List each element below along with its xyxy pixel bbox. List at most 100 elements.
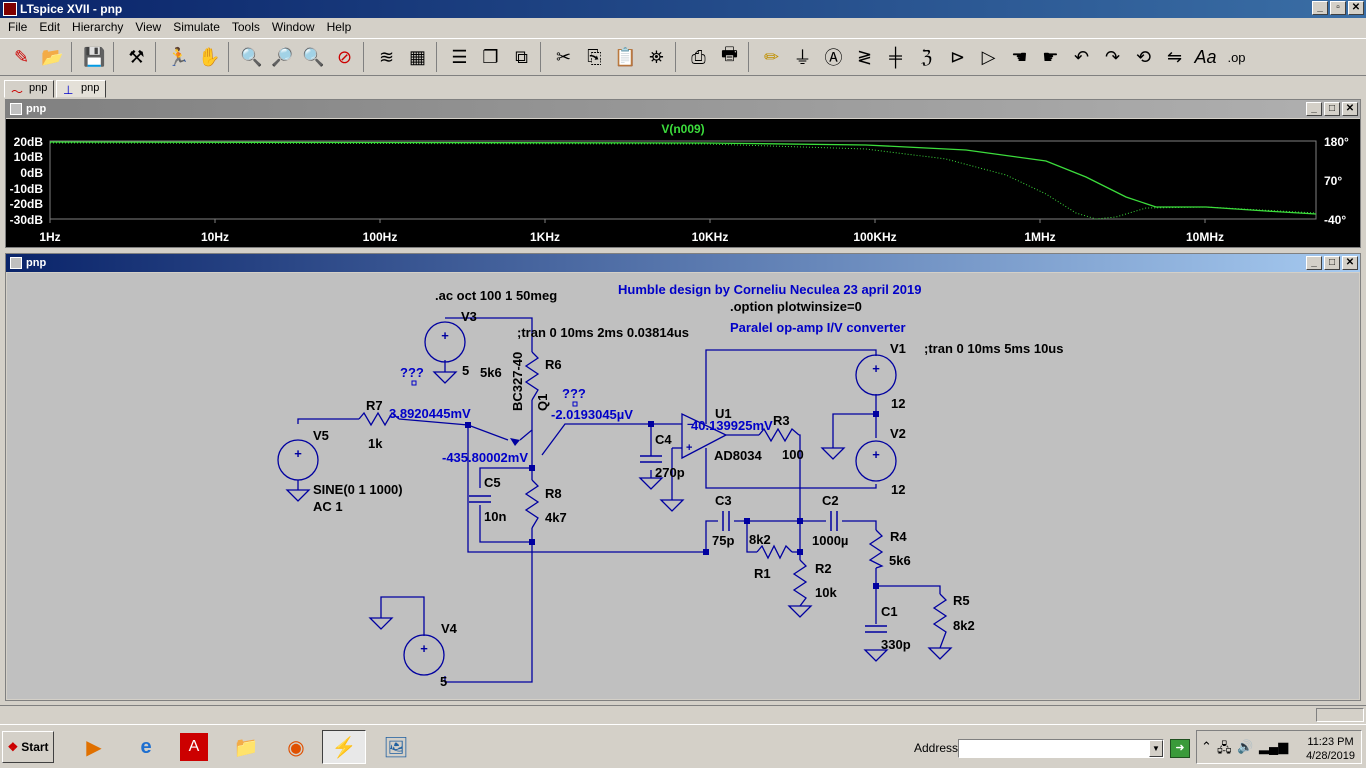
cut-icon[interactable]: ✂ [555, 46, 572, 67]
redo-icon[interactable]: ↷ [1104, 46, 1121, 67]
menu-edit[interactable]: Edit [39, 20, 61, 34]
tray-expand-icon[interactable]: ⌃ [1201, 739, 1212, 754]
v1-source[interactable] [855, 354, 897, 396]
diode-icon[interactable]: ⊳ [949, 46, 966, 67]
title-comment[interactable]: Humble design by Corneliu Neculea 23 apr… [618, 282, 921, 297]
ground-icon[interactable]: ⏚ [793, 48, 812, 68]
menu-help[interactable]: Help [326, 20, 352, 34]
speaker-icon[interactable]: 🔊 [1237, 739, 1254, 754]
text-icon[interactable]: Aa [1194, 46, 1217, 67]
minimize-button[interactable]: _ [1312, 1, 1328, 15]
signal-icon[interactable]: ▂▄▆ [1259, 739, 1289, 754]
media-player-icon[interactable]: ▶ [86, 736, 102, 759]
zoom-in-icon[interactable]: 🔍 [240, 46, 263, 67]
inductor-icon[interactable]: ℨ [920, 46, 933, 67]
go-arrow-icon[interactable]: ➜ [1170, 739, 1190, 758]
c3-capacitor[interactable] [722, 511, 730, 531]
print-preview-icon[interactable]: ⎙ [691, 46, 706, 67]
firefox-icon[interactable]: ◉ [287, 736, 305, 759]
drag-hand-icon[interactable]: ☛ [1042, 46, 1059, 67]
address-input[interactable]: ▼ [958, 739, 1164, 758]
find-binoculars-icon[interactable]: ⛯ [649, 46, 664, 67]
r2-resistor[interactable] [792, 559, 808, 607]
r3-resistor[interactable] [758, 427, 800, 443]
undo-icon[interactable]: ↶ [1073, 46, 1090, 67]
network-icon[interactable]: 🖧 [1217, 740, 1232, 755]
r7-resistor[interactable] [358, 411, 400, 427]
menu-file[interactable]: File [8, 20, 28, 34]
v3-source[interactable] [424, 321, 466, 363]
start-button[interactable]: ❖ Start [2, 731, 54, 763]
unknown-net-label-1[interactable]: ??? [400, 365, 424, 380]
opamp-symbol[interactable] [681, 412, 728, 460]
menu-tools[interactable]: Tools [231, 20, 260, 34]
bode-plot[interactable]: V(n009) 20dB 10dB 0dB -10dB -20dB -30dB … [6, 119, 1360, 247]
tab-schematic[interactable]: ⊥ pnp [56, 80, 107, 98]
new-schematic-icon[interactable]: ✎ [13, 46, 30, 67]
voltage-probe-4[interactable]: 40.139925mV [691, 418, 773, 433]
plot-maximize-button[interactable]: □ [1324, 102, 1340, 116]
plot-close-button[interactable]: ✕ [1342, 102, 1358, 116]
tile-vertical-icon[interactable]: ⧉ [515, 46, 528, 67]
voltage-probe-2[interactable]: -2.0193045µV [551, 407, 633, 422]
restore-button[interactable]: ▫ [1330, 1, 1346, 15]
control-panel-hammer-icon[interactable]: ⚒ [128, 46, 145, 67]
voltage-probe-1[interactable]: 3.8920445mV [389, 406, 471, 421]
cascade-icon[interactable]: ❐ [482, 46, 499, 67]
grid-icon[interactable]: ▦ [408, 46, 426, 67]
capacitor-icon[interactable]: ╪ [889, 46, 902, 67]
save-icon[interactable]: 💾 [83, 46, 106, 67]
zoom-out-icon[interactable]: 🔍 [302, 46, 325, 67]
trace-label[interactable]: V(n009) [661, 122, 704, 136]
schematic-maximize-button[interactable]: □ [1324, 256, 1340, 270]
r6-resistor[interactable] [524, 351, 540, 401]
v4-source[interactable] [403, 634, 445, 676]
v5-source[interactable] [277, 439, 319, 481]
draw-wire-icon[interactable]: ✏ [763, 46, 780, 67]
paste-icon[interactable]: 📋 [614, 46, 637, 67]
plot-minimize-button[interactable]: _ [1306, 102, 1322, 116]
close-button[interactable]: ✕ [1348, 1, 1364, 15]
menu-hierarchy[interactable]: Hierarchy [72, 20, 124, 34]
c2-capacitor[interactable] [830, 511, 838, 531]
magnitude-trace[interactable] [49, 141, 1317, 215]
image-viewer-icon[interactable]: 🖼 [383, 736, 409, 759]
print-icon[interactable]: 🖶 [721, 44, 738, 64]
option-directive[interactable]: .option plotwinsize=0 [730, 299, 862, 314]
move-hand-icon[interactable]: ☚ [1011, 46, 1028, 67]
phase-trace[interactable] [49, 142, 1317, 220]
explorer-folder-icon[interactable]: 📁 [233, 736, 259, 759]
schematic-close-button[interactable]: ✕ [1342, 256, 1358, 270]
tran-directive-1[interactable]: ;tran 0 10ms 2ms 0.03814us [517, 325, 689, 340]
spice-directive-icon[interactable]: .op [1227, 49, 1246, 65]
menu-window[interactable]: Window [271, 20, 315, 34]
tab-plot[interactable]: 〜 pnp [4, 80, 55, 99]
zoom-pan-icon[interactable]: 🔎 [271, 46, 294, 67]
rotate-icon[interactable]: ⟲ [1135, 46, 1152, 67]
acrobat-icon[interactable]: A [172, 730, 216, 764]
c1-capacitor[interactable] [865, 625, 887, 633]
internet-explorer-icon[interactable]: e [140, 735, 152, 758]
tran-directive-2[interactable]: ;tran 0 10ms 5ms 10us [924, 341, 1063, 356]
menu-simulate[interactable]: Simulate [173, 20, 220, 34]
menu-view[interactable]: View [135, 20, 162, 34]
open-folder-icon[interactable]: 📂 [41, 46, 64, 67]
c5-capacitor[interactable] [469, 495, 491, 503]
resistor-icon[interactable]: ≷ [856, 46, 873, 67]
v2-source[interactable] [855, 440, 897, 482]
label-net-icon[interactable]: Ⓐ [824, 48, 843, 68]
r1-resistor[interactable] [756, 544, 793, 560]
c4-capacitor[interactable] [640, 455, 662, 463]
converter-comment[interactable]: Paralel op-amp I/V converter [730, 320, 906, 335]
r5-resistor[interactable] [932, 593, 948, 649]
ac-directive[interactable]: .ac oct 100 1 50meg [435, 288, 557, 303]
clock[interactable]: 11:23 PM 4/28/2019 [1306, 735, 1355, 763]
r8-resistor[interactable] [524, 479, 540, 529]
voltage-probe-3[interactable]: -435.80002mV [442, 450, 528, 465]
copy-icon[interactable]: ⎘ [587, 46, 602, 67]
zoom-fit-icon[interactable]: ⊘ [336, 46, 353, 67]
halt-hand-icon[interactable]: ✋ [198, 46, 221, 67]
mirror-icon[interactable]: ⇋ [1166, 46, 1183, 67]
component-icon[interactable]: ▷ [981, 46, 996, 67]
schematic-minimize-button[interactable]: _ [1306, 256, 1322, 270]
